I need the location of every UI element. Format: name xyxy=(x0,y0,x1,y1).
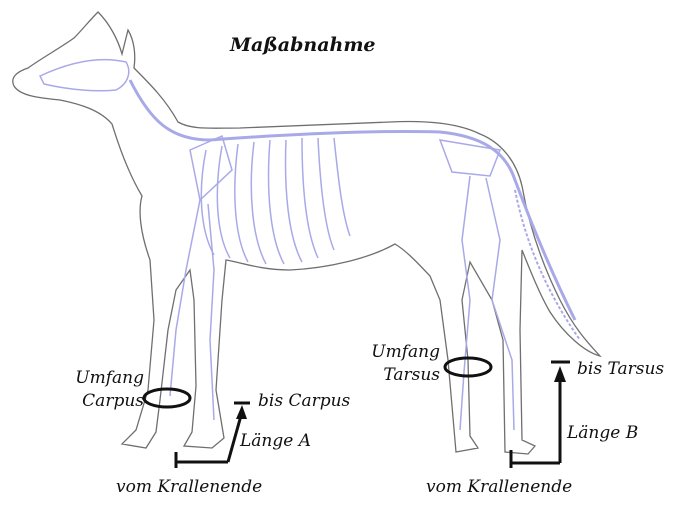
laenge-a-label: Länge A xyxy=(240,432,311,451)
vom-krallenende-hind-label: vom Krallenende xyxy=(426,478,572,497)
length-b-arrowhead xyxy=(554,366,566,382)
diagram-title: Maßabnahme xyxy=(230,34,376,56)
length-a-arrowhead xyxy=(236,405,247,419)
umfang-carpus-label-line1: Umfang xyxy=(60,369,144,388)
umfang-tarsus-label-line1: Umfang xyxy=(350,343,440,362)
umfang-tarsus-label-line2: Tarsus xyxy=(350,366,440,385)
bis-carpus-label: bis Carpus xyxy=(258,392,350,411)
bis-tarsus-label: bis Tarsus xyxy=(577,360,664,379)
umfang-carpus-label-line2: Carpus xyxy=(60,392,144,411)
vom-krallenende-front-label: vom Krallenende xyxy=(116,478,262,497)
laenge-b-label: Länge B xyxy=(567,424,638,443)
